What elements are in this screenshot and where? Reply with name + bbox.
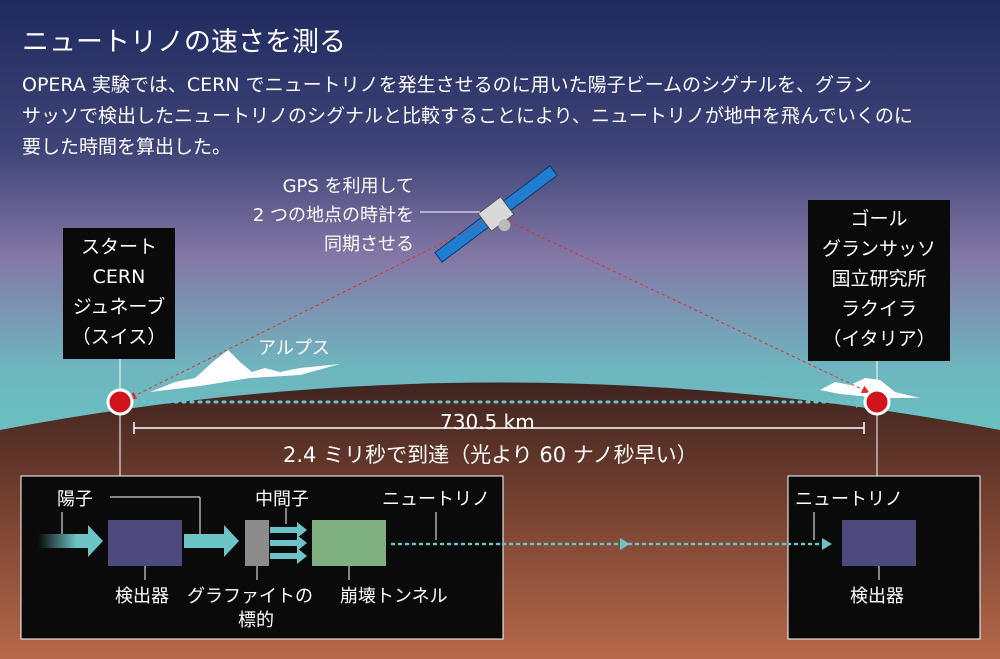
graphite-target-label-line2: 標的 [238,610,274,631]
gps-label: GPS を利用して 2 つの地点の時計を 同期させる [222,172,414,259]
proton-beam-arrow-2 [184,525,239,557]
goal-label-line: 国立研究所 [831,268,927,290]
gps-label-line: 2 つの地点の時計を [252,205,414,226]
graphite-target-label: グラファイトの [187,586,313,607]
gransasso-snow [820,378,920,398]
gransasso-neutrino-label: ニュートリノ [795,489,903,510]
start-label-line: スタート [80,236,157,258]
start-label-line: ジュネーブ [72,296,166,318]
meson-arrow-2 [270,535,307,551]
description-line: 要した時間を算出した。 [22,136,232,158]
alps-label: アルプス [258,338,330,359]
gps-satellite-icon [434,165,558,263]
goal-label-line: ゴール [850,208,908,230]
gps-label-line: 同期させる [324,234,414,255]
neutrino-beam-gap-arrowhead [620,538,630,550]
neutrino-beam-gransasso-arrowhead [822,538,832,550]
start-label-line: CERN [92,266,146,288]
signal-to-gransasso [509,221,870,394]
meson-arrow-1 [270,522,307,538]
neutrino-path-arrowhead [856,396,866,408]
goal-label-box: ゴール グランサッソ 国立研究所 ラクイラ （イタリア） [808,200,950,361]
cern-detector-label: 検出器 [115,586,169,607]
decay-tunnel [312,520,386,566]
proton-beam-arrow [38,525,103,557]
graphite-target [245,520,269,566]
description-line: OPERA 実験では、CERN でニュートリノを発生させるのに用いた陽子ビームの… [22,74,873,96]
meson-label: 中間子 [255,489,309,510]
gransasso-detector [842,520,916,566]
description-line: サッソで検出したニュートリノのシグナルと比較することにより、ニュートリノが地中を… [22,105,913,127]
start-label-box: スタート CERN ジュネーブ （スイス） [63,228,175,359]
decay-tunnel-label: 崩壊トンネル [340,586,448,607]
gps-label-line: GPS を利用して [282,176,414,197]
goal-label-line: （イタリア） [822,328,936,350]
proton-label: 陽子 [57,489,93,510]
start-label-line: （スイス） [71,326,167,348]
page-title: ニュートリノの速さを測る [22,27,346,58]
signal-to-cern [128,221,486,399]
description: OPERA 実験では、CERN でニュートリノを発生させるのに用いた陽子ビームの… [22,70,987,163]
cern-marker [106,388,134,416]
cern-detector [108,520,182,566]
goal-label-line: ラクイラ [840,298,917,320]
alps-snow [150,350,340,392]
gransasso-detector-label: 検出器 [850,586,904,607]
goal-label-line: グランサッソ [821,238,936,260]
gransasso-marker [863,388,891,416]
meson-arrow-3 [270,548,307,564]
travel-time-label: 2.4 ミリ秒で到達（光より 60 ナノ秒早い） [283,443,698,467]
cern-neutrino-label: ニュートリノ [382,489,490,510]
distance-label: 730.5 km [440,410,535,434]
